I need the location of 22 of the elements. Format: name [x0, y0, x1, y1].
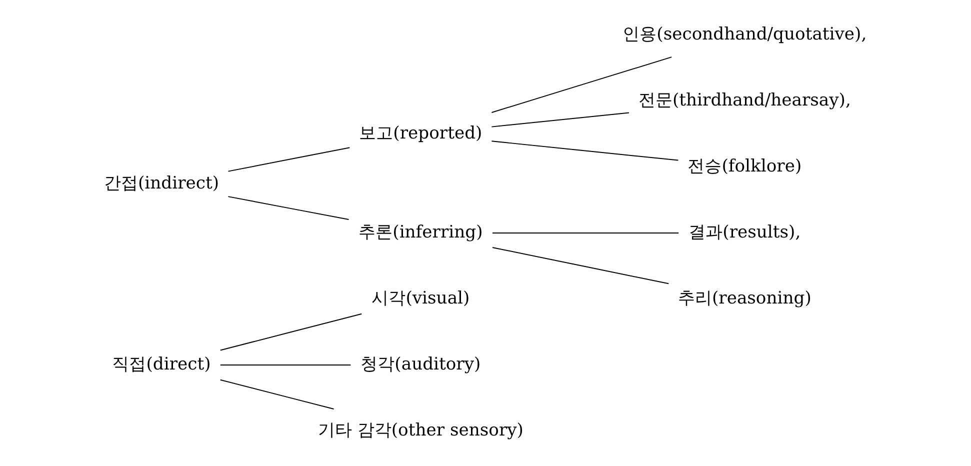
node-text: 전문(thirdhand/hearsay), [638, 90, 851, 110]
connector [220, 379, 334, 410]
node-text: 직접(direct) [112, 354, 211, 375]
connector [220, 313, 362, 351]
node-text: 결과(results), [688, 222, 801, 243]
node-text: 전승(folklore) [688, 156, 802, 177]
connector [491, 140, 679, 161]
node-text: 청각(auditory) [360, 354, 481, 375]
node-text: 추론(inferring) [358, 222, 483, 243]
connector [491, 112, 630, 128]
node-text: 보고(reported) [359, 123, 482, 144]
node-text: 인용(secondhand/quotative), [622, 24, 867, 44]
connector [228, 147, 350, 172]
connector [220, 364, 352, 366]
node-text: 추리(reasoning) [678, 288, 812, 309]
connector [228, 196, 350, 220]
node-text: 간접(indirect) [104, 174, 220, 194]
node-text: 기타 감각(other sensory) [318, 420, 524, 441]
connector [492, 247, 670, 284]
connector [491, 56, 672, 113]
connector [492, 232, 680, 234]
node-text: 시각(visual) [372, 288, 470, 309]
